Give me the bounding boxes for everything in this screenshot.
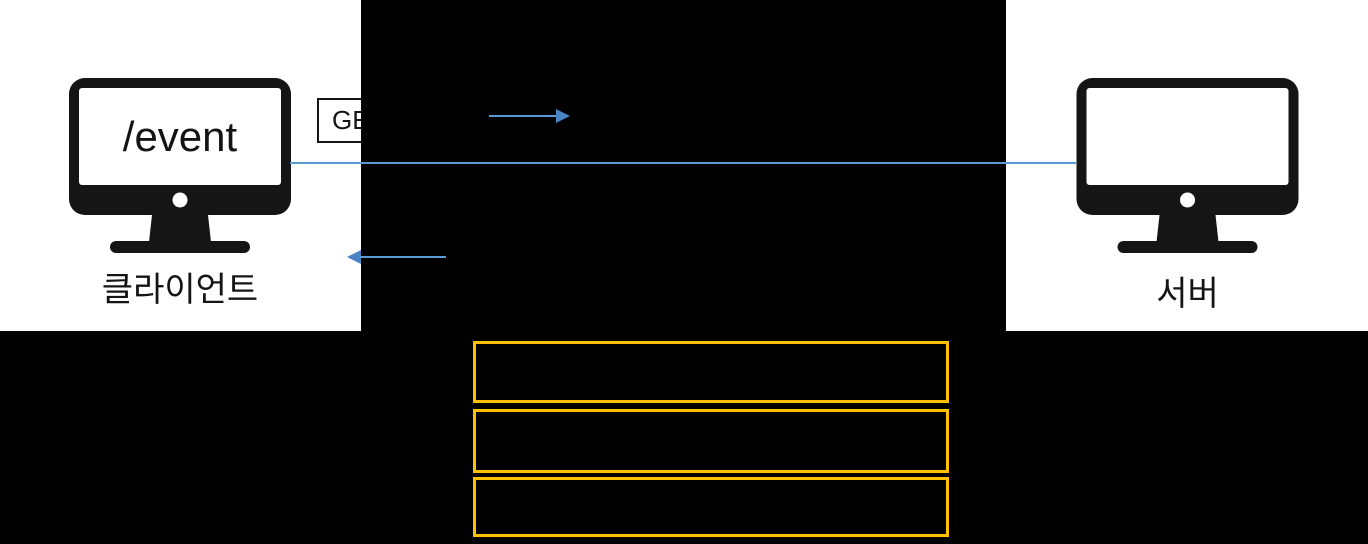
request-arrowhead-icon (556, 109, 570, 123)
event-box (473, 409, 949, 473)
client-label: 클라이언트 (101, 271, 259, 309)
redaction-region-top (361, 0, 1006, 332)
server-monitor-icon (1076, 78, 1299, 253)
client-screen-text: /event (122, 112, 238, 160)
client-monitor-icon (69, 78, 291, 253)
event-box (473, 341, 949, 403)
redaction-region-bottom (0, 331, 1368, 544)
response-arrow-line (360, 256, 446, 258)
event-box (473, 477, 949, 537)
request-arrow-line (489, 115, 557, 117)
stream-connection-line (290, 162, 1076, 164)
server-label: 서버 (1156, 275, 1219, 313)
response-arrowhead-icon (347, 250, 361, 264)
